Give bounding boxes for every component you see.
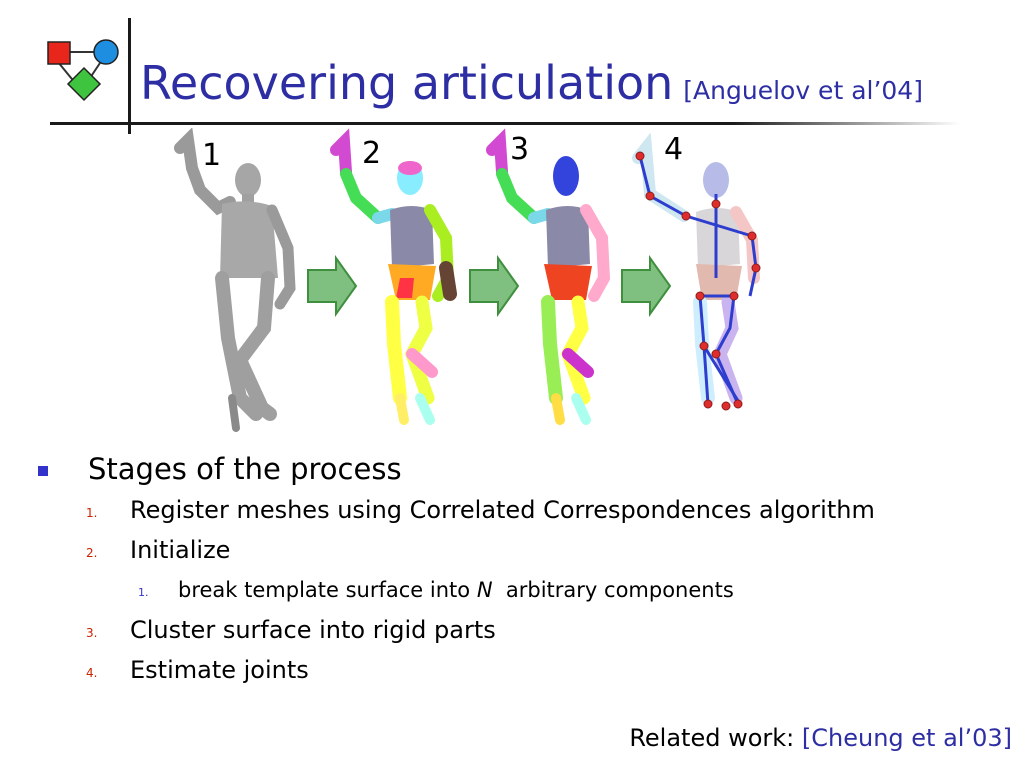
list-item-heading: Stages of the process <box>36 450 996 494</box>
slide-title: Recovering articulation [Anguelov et al’0… <box>140 56 923 110</box>
list-item-text: Initialize <box>130 536 231 564</box>
arrow-icon <box>307 254 358 318</box>
mannequin-stage-1 <box>174 127 296 432</box>
related-work-reference: [Cheung et al’03] <box>801 724 1012 752</box>
arrow-icon <box>621 254 672 318</box>
related-work-label: Related work: <box>629 724 795 752</box>
sub-text-after: arbitrary components <box>505 578 734 602</box>
list-number: 3. <box>86 626 98 640</box>
stage-number-2: 2 <box>362 136 382 171</box>
sub-list-number: 1. <box>138 586 149 599</box>
list-number: 4. <box>86 666 98 680</box>
list-item: 3. Cluster surface into rigid parts <box>36 614 996 654</box>
stage-number-4: 4 <box>664 132 684 167</box>
bullet-heading-text: Stages of the process <box>88 452 402 486</box>
list-item: 4. Estimate joints <box>36 654 996 694</box>
sub-list-item: 1. break template surface into N arbitra… <box>36 574 996 614</box>
sub-text-variable: N <box>476 578 493 602</box>
logo-icon <box>47 39 119 102</box>
bullet-list: Stages of the process 1. Register meshes… <box>36 450 996 694</box>
title-vertical-rule <box>128 18 131 134</box>
stage-number-1: 1 <box>202 138 222 173</box>
list-number: 2. <box>86 546 98 560</box>
list-number: 1. <box>86 506 98 520</box>
mannequin-figure-svg <box>174 127 761 432</box>
slide-title-reference: [Anguelov et al’04] <box>683 76 923 105</box>
mannequin-stage-3 <box>486 128 611 425</box>
stage-number-3: 3 <box>510 132 530 167</box>
mannequin-stage-2 <box>330 128 457 425</box>
title-horizontal-rule <box>50 122 960 125</box>
mannequin-stage-4 <box>632 132 761 411</box>
arrow-icon <box>469 254 520 318</box>
list-item-text: Register meshes using Correlated Corresp… <box>130 496 875 524</box>
list-item-text: Estimate joints <box>130 656 309 684</box>
articulation-figure: 1 2 3 4 <box>160 127 790 438</box>
list-item-text: Cluster surface into rigid parts <box>130 616 496 644</box>
list-item: 2. Initialize <box>36 534 996 574</box>
sub-list-item-text: break template surface into N arbitrary … <box>178 578 734 602</box>
slide-title-text: Recovering articulation <box>140 56 674 110</box>
related-work-footer: Related work: [Cheung et al’03] <box>629 724 1012 752</box>
list-item: 1. Register meshes using Correlated Corr… <box>36 494 996 534</box>
sub-text-before: break template surface into <box>178 578 471 602</box>
square-bullet-icon <box>38 466 48 476</box>
